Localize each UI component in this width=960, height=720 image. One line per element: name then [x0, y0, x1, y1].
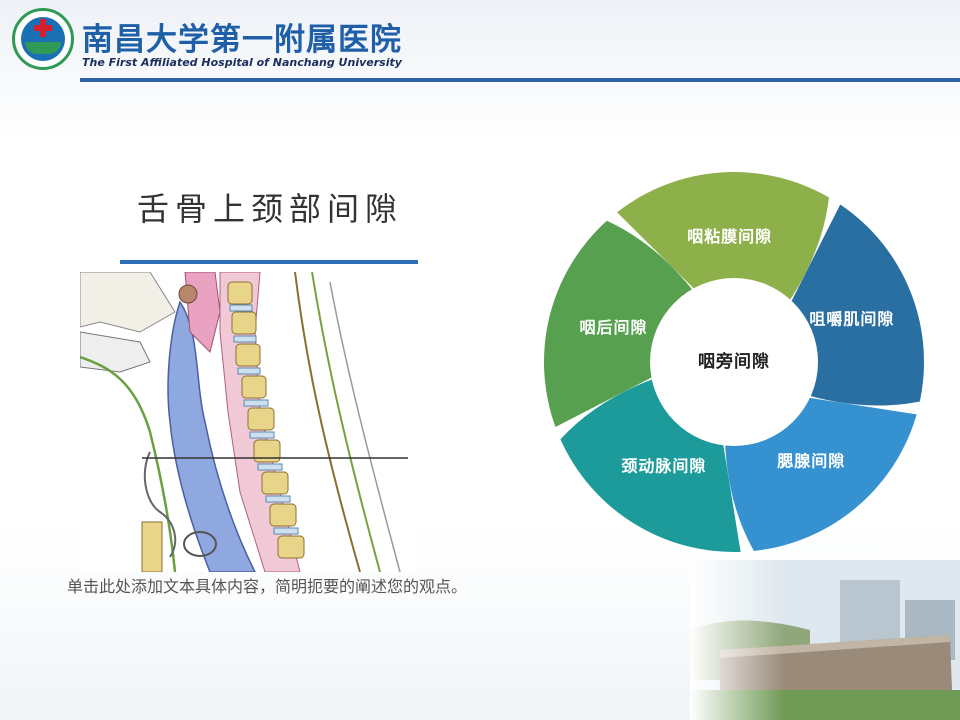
center-label: 咽旁间隙	[698, 351, 770, 372]
cycle-segment-label: 咀嚼肌间隙	[809, 310, 894, 329]
cycle-segment-label: 咽粘膜间隙	[687, 227, 772, 246]
campus-photo	[690, 560, 960, 720]
caption-text[interactable]: 单击此处添加文本具体内容，简明扼要的阐述您的观点。	[52, 577, 482, 597]
neck-anatomy-illustration	[80, 272, 416, 572]
slide-title[interactable]: 舌骨上颈部间隙	[122, 184, 418, 230]
hospital-logo-icon	[12, 8, 74, 70]
title-underline	[120, 260, 418, 264]
header: 南昌大学第一附属医院 The First Affiliated Hospital…	[0, 0, 960, 82]
header-divider	[80, 78, 960, 82]
cycle-segment-label: 颈动脉间隙	[621, 456, 706, 475]
hospital-name-en: The First Affiliated Hospital of Nanchan…	[82, 56, 402, 69]
hospital-name-cn: 南昌大学第一附属医院	[82, 14, 402, 59]
cycle-segment-label: 咽后间隙	[579, 318, 647, 337]
cycle-segment-label: 腮腺间隙	[777, 451, 845, 470]
